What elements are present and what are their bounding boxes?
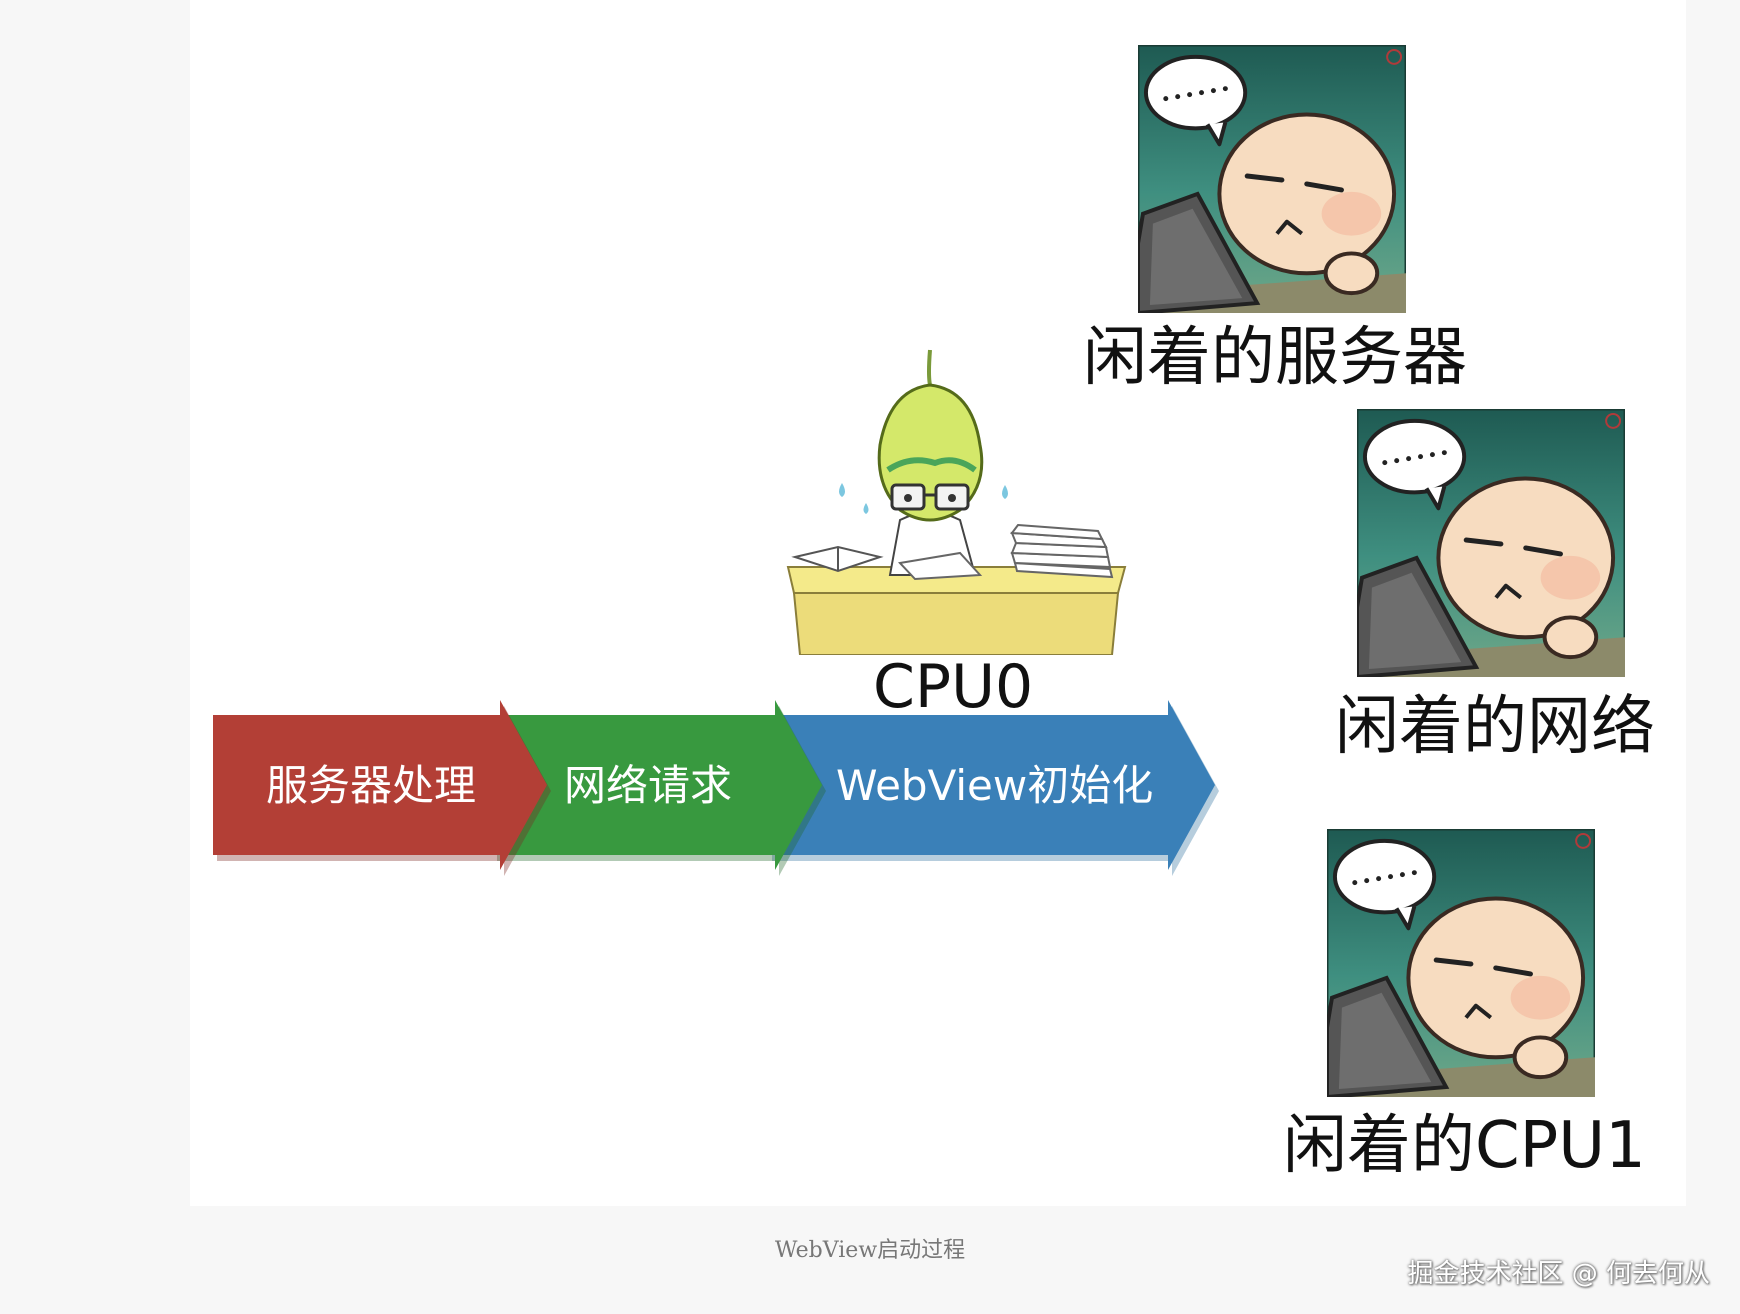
idle-network-comic bbox=[1357, 409, 1625, 677]
webview-init-label: WebView初始化 bbox=[836, 765, 1153, 807]
busy-pear-cpu-illustration bbox=[780, 335, 1130, 655]
server-processing-label: 服务器处理 bbox=[266, 765, 476, 807]
idle-server-comic bbox=[1138, 45, 1406, 313]
watermark: 掘金技术社区 @ 何去何从 bbox=[1407, 1253, 1710, 1290]
cpu0-label: CPU0 bbox=[873, 657, 1033, 717]
idle-server-label: 闲着的服务器 bbox=[1083, 326, 1467, 390]
idle-cpu1-comic bbox=[1327, 829, 1595, 1097]
network-request-label: 网络请求 bbox=[564, 765, 732, 807]
idle-network-label: 闲着的网络 bbox=[1335, 695, 1655, 759]
idle-cpu1-label: 闲着的CPU1 bbox=[1283, 1114, 1646, 1178]
